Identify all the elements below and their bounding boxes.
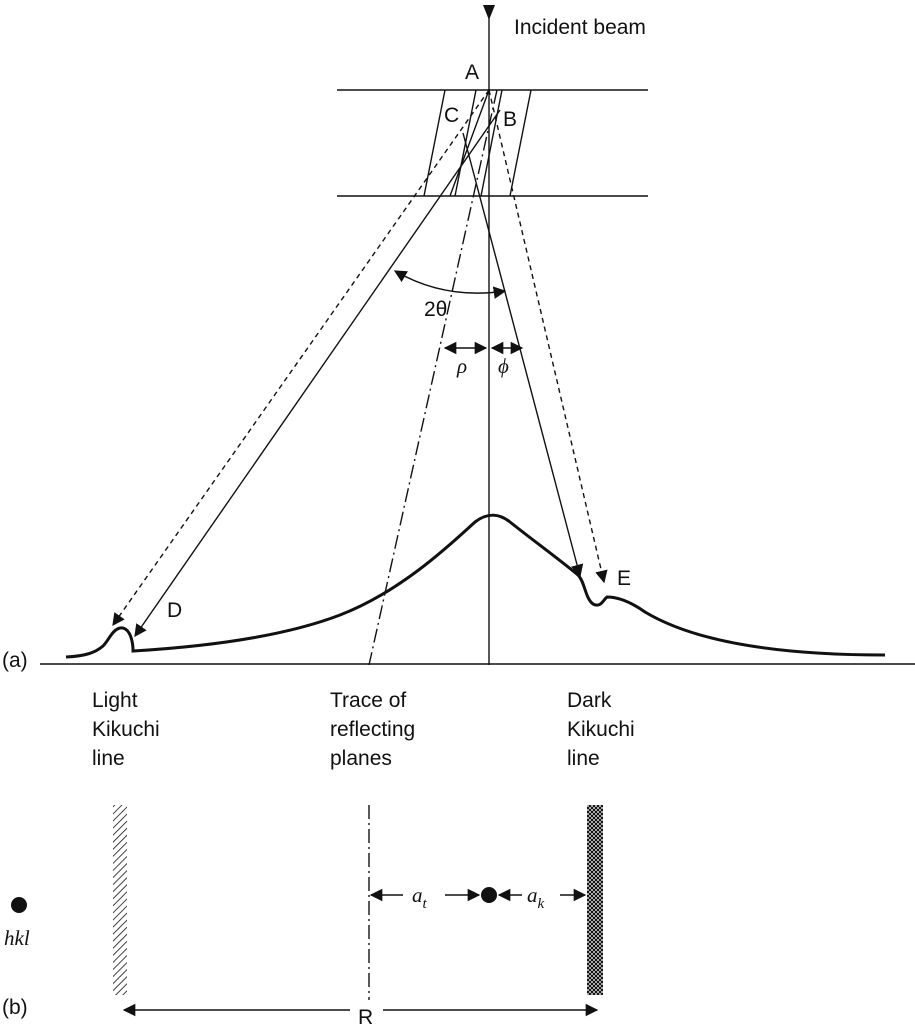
hkl-spot [11,897,27,913]
hkl-label: hkl [4,926,30,950]
beam-to-e [462,132,584,578]
point-c-label: C [444,104,459,127]
reflecting-plane-3 [480,89,503,197]
dark-kikuchi-label: Dark Kikuchi line [567,689,635,770]
dashed-beam-to-d [112,89,490,627]
svg-text:line: line [567,747,600,770]
dark-kikuchi-line-band [587,805,603,995]
reflecting-plane-4 [509,89,532,197]
trace-of-planes-line [368,89,498,666]
svg-text:Kikuchi: Kikuchi [567,718,635,741]
r-label: R [358,1006,373,1029]
beam-to-d [134,109,501,638]
point-b-label: B [503,108,517,131]
dashed-beam-to-e [488,89,608,584]
two-theta-arc [393,270,507,299]
svg-text:line: line [92,747,125,770]
light-kikuchi-label: Light Kikuchi line [92,689,160,770]
transmitted-spot [481,887,497,903]
intensity-profile [65,513,886,659]
light-kikuchi-line-band [113,805,127,995]
two-theta-label: 2θ [424,298,447,321]
reflecting-plane-1 [423,89,446,197]
svg-text:Dark: Dark [567,689,612,712]
panel-a-label: (a) [2,649,28,672]
point-d-label: D [167,599,182,622]
trace-of-planes-label: Trace of reflecting planes [330,689,415,770]
svg-text:Kikuchi: Kikuchi [92,718,160,741]
point-e-label: E [617,567,631,590]
panel-b-label: (b) [2,996,28,1019]
a-k-label: ak [527,883,545,912]
svg-text:reflecting: reflecting [330,718,415,741]
point-a-label: A [465,61,479,84]
a-t-label: at [412,883,428,912]
incident-beam-label: Incident beam [514,16,646,39]
incident-beam-arrowhead [483,5,495,20]
svg-text:Light: Light [92,689,138,712]
svg-text:Trace of: Trace of [330,689,406,712]
beam-a-to-c [449,89,490,197]
phi-label: ϕ [498,354,509,378]
rho-label: ρ [456,354,467,378]
svg-text:planes: planes [330,747,392,770]
